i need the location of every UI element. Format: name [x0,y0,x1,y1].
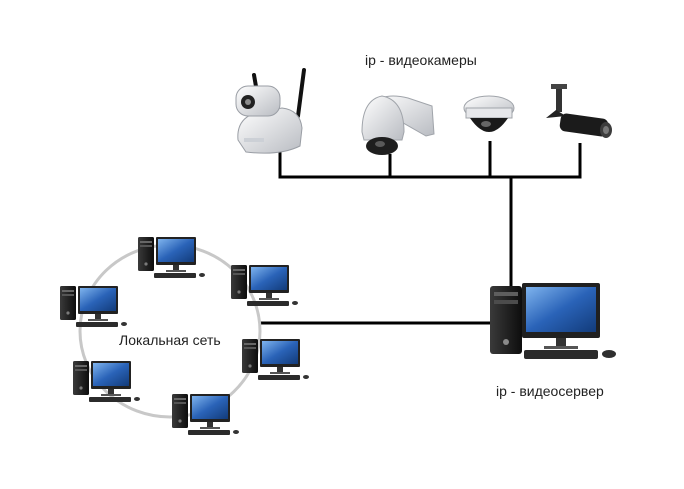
desktop-server-icon [490,283,616,359]
camera-bus-lines [278,141,582,288]
lan-computer-top-icon [138,237,205,278]
cameras-label: ip - видеокамеры [365,52,477,68]
lan-computer-lower-left-icon [73,361,140,402]
mini-dome-camera-icon [463,95,515,132]
lan-computer-upper-right-icon [231,265,298,306]
lan-computer-left-icon [60,286,127,327]
server-label: ip - видеосервер [496,383,604,399]
lan-label: Локальная сеть [119,332,221,348]
lan-computer-bottom-icon [172,394,239,435]
bullet-camera-icon [546,84,612,138]
ptz-camera-with-antenna-icon [235,68,306,154]
dome-ptz-camera-icon [361,95,435,155]
lan-computer-right-icon [242,339,309,380]
